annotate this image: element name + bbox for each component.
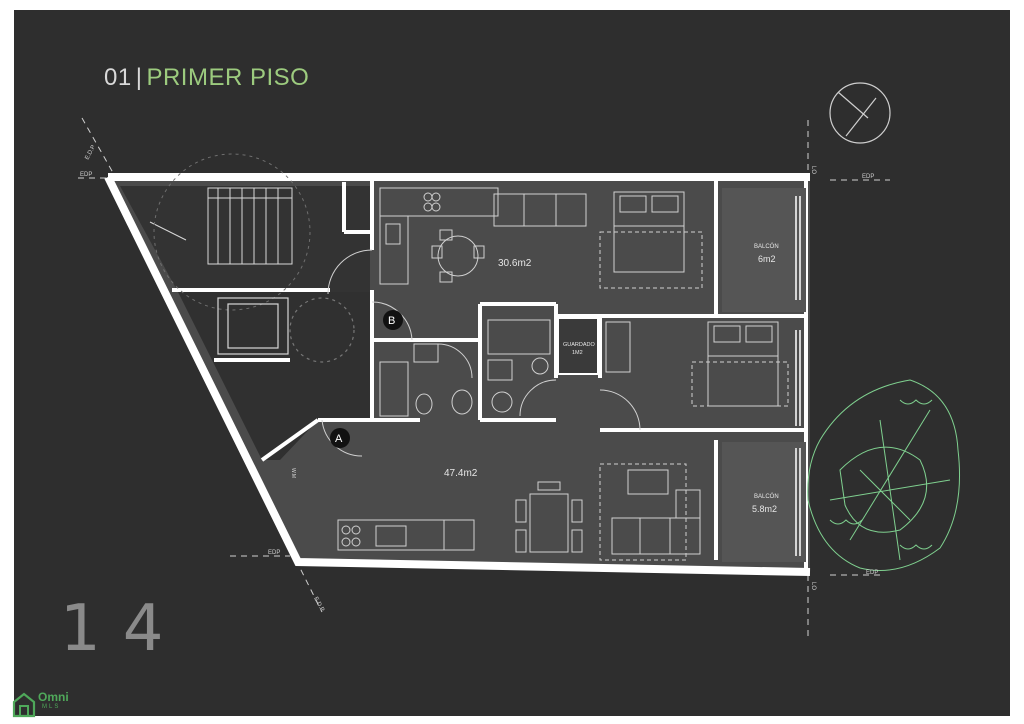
edp-label-bottom: EDP <box>268 550 280 556</box>
bed-upper <box>599 191 703 289</box>
brand-name: Omni <box>38 690 69 704</box>
omni-logo-icon <box>12 692 36 718</box>
windows <box>795 196 801 556</box>
wm-label: W.M <box>290 468 296 478</box>
kitchen-upper <box>379 187 499 285</box>
balcony-lower-label: BALCÓN <box>754 493 779 500</box>
living-upper-furniture <box>431 193 587 283</box>
staircase <box>149 153 311 311</box>
living-lower-furniture <box>515 463 701 561</box>
kitchen-lower <box>337 519 475 551</box>
page-title: 01|PRIMER PISO <box>104 64 309 92</box>
unit-marker-b-label: B <box>388 315 395 327</box>
north-arrow-icon <box>829 82 891 144</box>
exterior-walls <box>104 173 811 576</box>
storage-area: 1M2 <box>572 350 583 356</box>
lo-label-bottom: LO <box>810 582 816 590</box>
balcony-upper <box>722 188 806 312</box>
floor-number: 01 <box>104 64 132 91</box>
title-separator: | <box>135 64 143 91</box>
tree-icon <box>807 379 960 571</box>
balcony-lower <box>722 442 806 562</box>
balcony-upper-label: BALCÓN <box>754 243 779 250</box>
unit-marker-b: B <box>383 310 403 330</box>
edp-label-tree: EDP <box>866 570 878 576</box>
interior-walls <box>172 180 808 572</box>
edp-label-rotated-top: E.D.P <box>84 144 97 161</box>
unit-marker-a: A <box>330 428 350 448</box>
unit-marker-a-label: A <box>335 433 343 445</box>
living-upper-area: 30.6m2 <box>498 258 532 269</box>
balcony-upper-area: 6m2 <box>758 254 776 264</box>
elevator <box>217 297 355 363</box>
balcony-lower-area: 5.8m2 <box>752 504 777 514</box>
edp-label-left: EDP <box>80 172 92 178</box>
bed-lower <box>605 321 789 407</box>
floor-name: PRIMER PISO <box>146 64 310 91</box>
storage-room <box>557 317 599 375</box>
brand-sub: MLS <box>42 704 61 710</box>
page-number: 14 <box>60 592 186 666</box>
edp-label-right: EDP <box>862 174 874 180</box>
lo-label-top: LO <box>810 166 816 174</box>
storage-label: GUARDADO <box>563 342 596 348</box>
living-lower-area: 47.4m2 <box>444 468 478 479</box>
edp-label-rotated-bottom: E.D.P <box>312 596 325 613</box>
bathroom-fixtures <box>379 319 551 417</box>
